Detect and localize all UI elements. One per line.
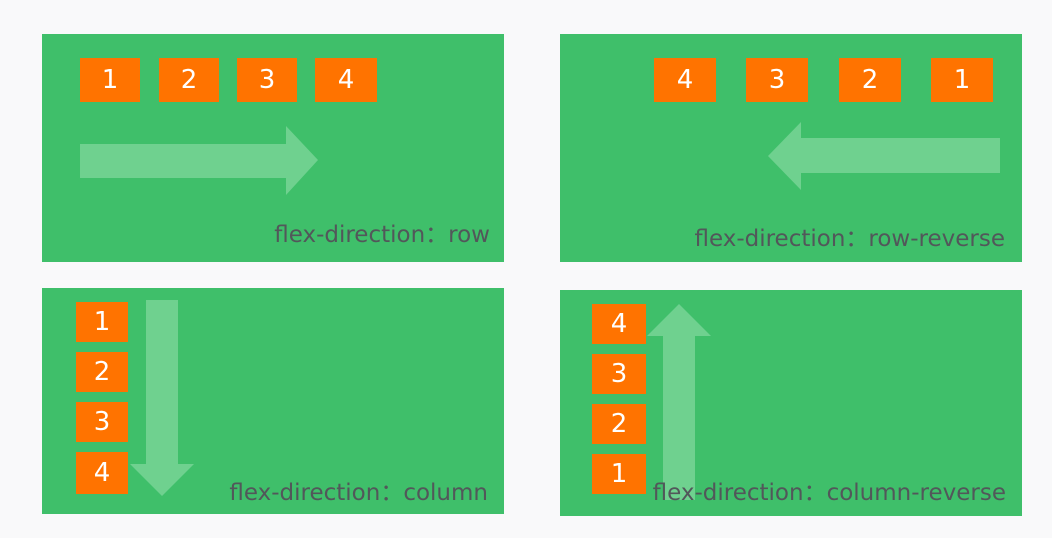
flex-item: 4 (76, 452, 128, 494)
flex-item: 4 (315, 58, 377, 102)
panel-caption: flex-direction：row (274, 222, 490, 248)
panel-row: 1 2 3 4 flex-direction：row (42, 34, 504, 262)
flex-item: 1 (592, 454, 646, 494)
panel-caption: flex-direction：column (229, 480, 488, 506)
flex-item: 3 (592, 354, 646, 394)
arrow-down-icon (130, 300, 194, 496)
panel-column-reverse: 4 3 2 1 flex-direction：column-reverse (560, 290, 1022, 516)
flex-item: 1 (80, 58, 140, 102)
flex-item: 2 (159, 58, 219, 102)
flex-item: 2 (839, 58, 901, 102)
panel-caption: flex-direction：column-reverse (652, 480, 1006, 506)
arrow-left-icon (768, 122, 1000, 190)
flex-item: 2 (592, 404, 646, 444)
flex-item: 4 (654, 58, 716, 102)
flex-item: 3 (237, 58, 297, 102)
panel-row-reverse: 4 3 2 1 flex-direction：row-reverse (560, 34, 1022, 262)
arrow-right-icon (80, 126, 318, 195)
arrow-up-icon (647, 304, 711, 500)
panel-caption: flex-direction：row-reverse (694, 226, 1005, 252)
flex-item: 3 (746, 58, 808, 102)
flex-item: 4 (592, 304, 646, 344)
flex-item: 1 (76, 302, 128, 342)
flex-item: 2 (76, 352, 128, 392)
flex-item: 1 (931, 58, 993, 102)
panel-column: 1 2 3 4 flex-direction：column (42, 288, 504, 514)
flex-item: 3 (76, 402, 128, 442)
